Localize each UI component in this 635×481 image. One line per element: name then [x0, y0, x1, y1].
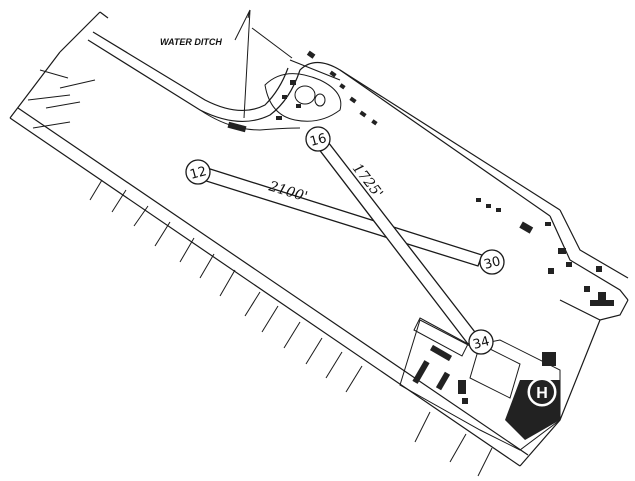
- runway-16-34: [317, 141, 479, 345]
- upper-buildings: [227, 50, 614, 306]
- heliport-symbol: H: [536, 385, 548, 402]
- water-ditch-callout: WATER DITCH: [160, 9, 293, 119]
- heliport: H: [527, 377, 557, 407]
- water-ditch-label: WATER DITCH: [160, 37, 222, 47]
- runway-12-30: [202, 167, 483, 267]
- runway-end-16: 16: [305, 126, 331, 152]
- runway-end-34: 34: [468, 329, 494, 355]
- runway-end-16-label: 16: [308, 131, 328, 150]
- water-ditch-area: [199, 73, 342, 131]
- runway-end-34-label: 34: [471, 334, 491, 353]
- runway-end-12: 12: [185, 159, 211, 185]
- runway-end-12-label: 12: [188, 164, 208, 183]
- runway-end-30-label: 30: [482, 254, 502, 273]
- runway-end-30: 30: [479, 249, 505, 275]
- lot-lines: [27, 69, 493, 477]
